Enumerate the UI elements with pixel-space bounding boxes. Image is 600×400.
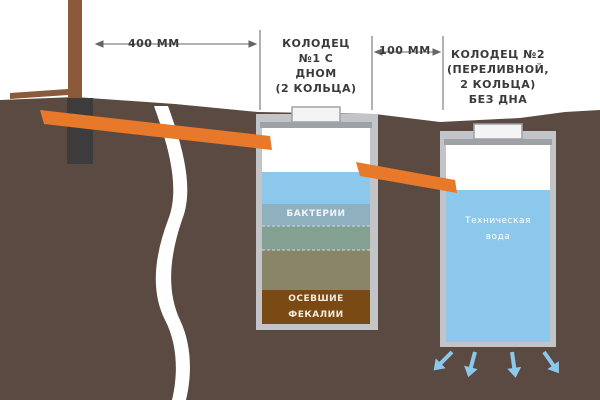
well1-title-line: №1 С xyxy=(298,52,334,65)
dimension-arrow-400 xyxy=(94,40,258,48)
well1-title: КОЛОДЕЦ №1 С ДНОМ (2 КОЛЬЦА) xyxy=(262,36,370,96)
well2-title: КОЛОДЕЦ №2 (ПЕРЕЛИВНОЙ, 2 КОЛЬЦА) БЕЗ ДН… xyxy=(436,47,560,107)
dimension-100-label: 100 ММ xyxy=(379,44,431,57)
house-post xyxy=(68,0,82,100)
well1-sediment-label: ОСЕВШИЕ ФЕКАЛИИ xyxy=(262,291,370,323)
post-footing xyxy=(67,98,93,164)
well1-sediment-layer xyxy=(262,290,370,324)
well2-rim xyxy=(444,139,552,145)
well1-bacteria-label: БАКТЕРИИ xyxy=(286,209,346,219)
well2-water xyxy=(446,190,550,342)
well1-rim xyxy=(260,122,372,128)
seepage-arrow xyxy=(542,350,559,374)
overflow-pipe xyxy=(356,162,457,193)
well1-sediment-line: ФЕКАЛИИ xyxy=(288,310,344,320)
dimension-arrow-100 xyxy=(373,48,442,56)
dimension-400-label: 400 ММ xyxy=(128,37,180,50)
well1-title-line: КОЛОДЕЦ xyxy=(282,37,350,50)
inlet-pipe xyxy=(40,110,272,150)
well1-sediment-line: ОСЕВШИЕ xyxy=(288,294,344,304)
well2-title-line: КОЛОДЕЦ №2 xyxy=(450,48,546,61)
well2-title-line: 2 КОЛЬЦА) xyxy=(460,78,536,91)
well-2 xyxy=(440,123,556,347)
well1-mixed-layer xyxy=(262,226,370,250)
well1-water xyxy=(262,172,370,204)
well2-water-line: Техническая xyxy=(465,216,531,226)
well-1 xyxy=(256,106,378,330)
seepage-arrows xyxy=(433,350,559,378)
well1-title-line: (2 КОЛЬЦА) xyxy=(275,82,357,95)
well2-water-line: вода xyxy=(485,232,511,242)
well2-title-line: БЕЗ ДНА xyxy=(468,93,528,106)
well2-hatch xyxy=(473,123,523,140)
house-beam xyxy=(10,89,68,99)
seepage-arrow xyxy=(433,350,454,371)
well2-water-label: Техническая вода xyxy=(446,213,550,245)
seepage-arrow xyxy=(464,351,478,378)
well1-bacteria-layer xyxy=(262,204,370,226)
well1-silt-layer xyxy=(262,250,370,290)
well2-title-line: (ПЕРЕЛИВНОЙ, xyxy=(447,63,549,76)
well1-hatch xyxy=(291,106,341,123)
well1-title-line: ДНОМ xyxy=(295,67,337,80)
seepage-arrow xyxy=(507,351,522,378)
trench-line xyxy=(154,106,190,400)
